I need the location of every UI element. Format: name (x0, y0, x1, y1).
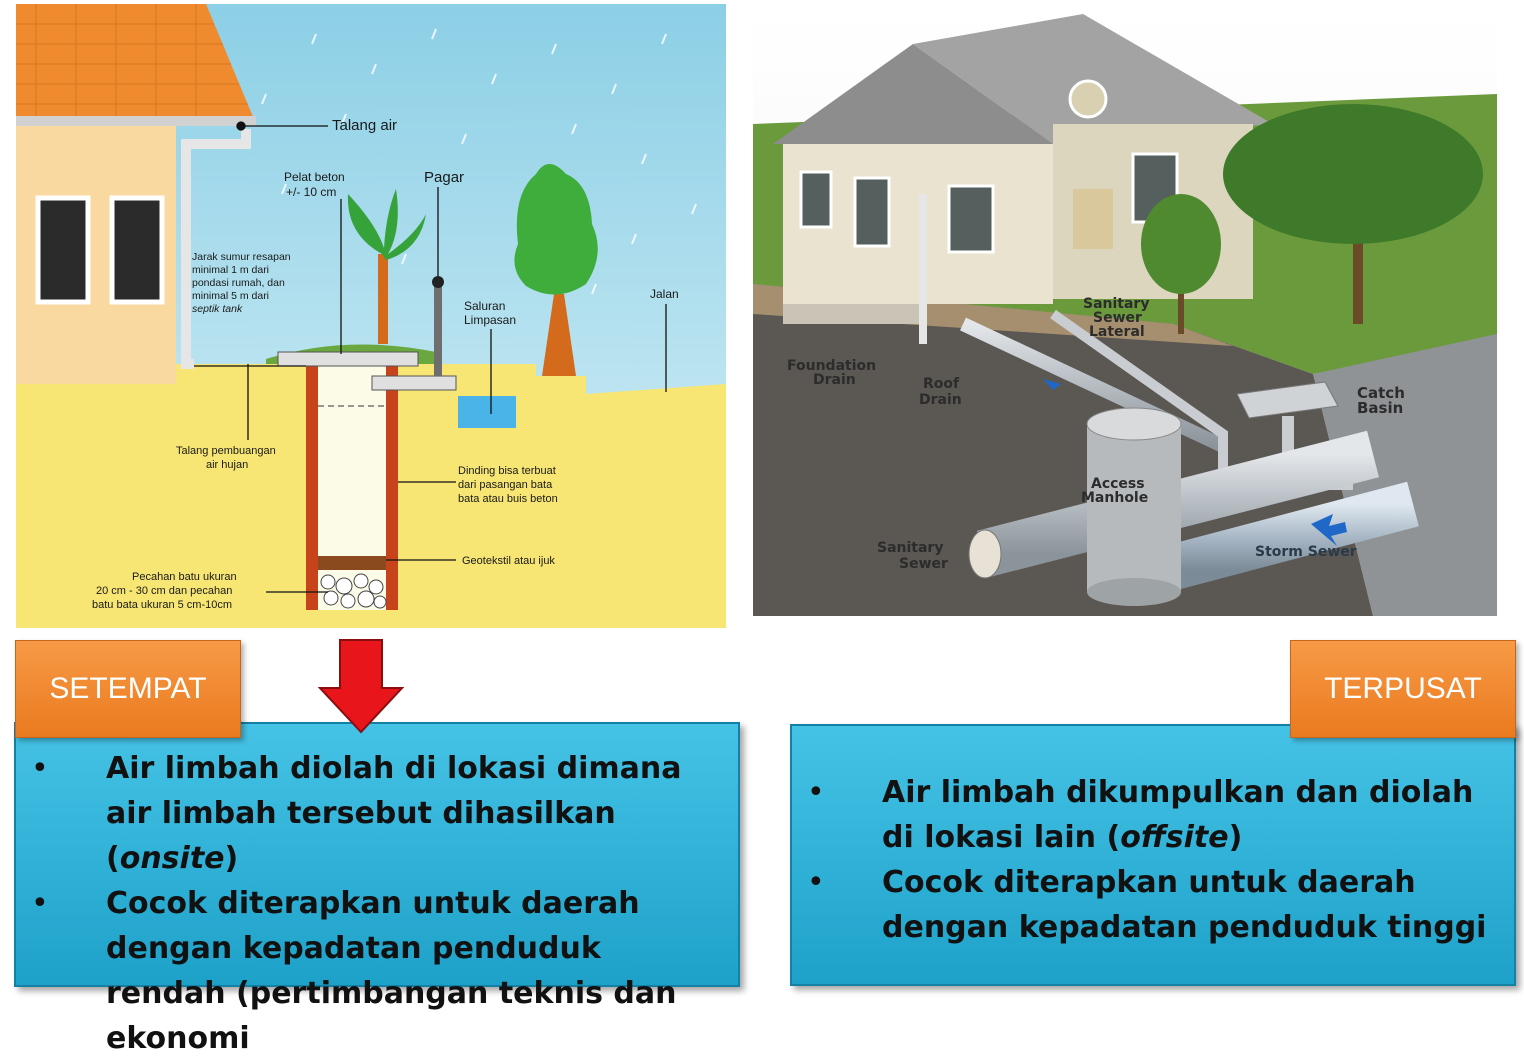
label-catch-basin-2: Basin (1357, 399, 1403, 417)
label-wall-line-3: bata atau buis beton (458, 493, 558, 505)
bullet: • (807, 775, 825, 810)
label-roof-drain-2: Drain (919, 392, 962, 408)
palm-tree (347, 189, 426, 260)
label-distance-line-2: minimal 1 m dari (192, 264, 269, 276)
label-gravel-line-3: batu bata ukuran 5 cm-10cm (92, 599, 232, 611)
label-distance-line-5: septik tank (192, 303, 243, 315)
offsite-point-1: • Air limbah dikumpulkan dan diolah di l… (807, 770, 1498, 860)
label-gravel-line-2: 20 cm - 30 cm dan pecahan (96, 585, 232, 597)
sewer-system-illustration: Sanitary Sewer Lateral Foundation Drain … (753, 14, 1497, 616)
label-foundation-drain-1: Foundation (787, 358, 876, 374)
overflow-channel (458, 396, 516, 428)
offsite-tag: TERPUSAT (1290, 640, 1516, 738)
label-concrete-plate: Pelat beton (284, 170, 345, 184)
rain-drops (261, 28, 697, 295)
label-roof-drain-1: Roof (923, 376, 960, 392)
label-sanitary-lateral-1: Sanitary (1083, 296, 1149, 312)
tree (1223, 104, 1483, 244)
label-road: Jalan (650, 287, 679, 301)
fence-post (434, 280, 442, 376)
offsite-description-box: • Air limbah dikumpulkan dan diolah di l… (790, 724, 1516, 986)
label-gravel-line-1: Pecahan batu ukuran (132, 571, 237, 583)
infiltration-well-illustration: Talang air Pelat beton +/- 10 cm Pagar J… (16, 4, 726, 628)
label-wall-line-1: Dinding bisa terbuat (458, 465, 556, 477)
label-fence: Pagar (424, 169, 464, 186)
bullet: • (31, 886, 49, 921)
bullet: • (31, 751, 49, 786)
label-concrete-plate-thickness: +/- 10 cm (286, 185, 336, 199)
label-gutter: Talang air (332, 117, 397, 134)
label-sanitary-lateral-2: Sewer (1093, 310, 1142, 326)
access-manhole (1087, 424, 1181, 592)
onsite-point-1: • Air limbah diolah di lokasi dimana air… (31, 746, 722, 881)
offsite-sewer-diagram: Sanitary Sewer Lateral Foundation Drain … (753, 14, 1497, 616)
label-distance-line-1: Jarak sumur resapan (192, 251, 291, 263)
label-overflow-line-1: Saluran (464, 299, 505, 313)
onsite-description-box: • Air limbah diolah di lokasi dimana air… (14, 722, 740, 1056)
catch-basin (1236, 381, 1339, 419)
label-sanitary-lateral-3: Lateral (1089, 324, 1145, 340)
label-foundation-drain-2: Drain (813, 372, 856, 388)
label-access-manhole-1: Access (1091, 476, 1145, 492)
onsite-tag: SETEMPAT (15, 640, 241, 738)
infiltration-well (306, 366, 398, 610)
label-downspout-line-1: Talang pembuangan (176, 445, 276, 457)
bullet: • (807, 865, 825, 900)
tree (514, 164, 598, 295)
label-downspout-line-2: air hujan (206, 459, 248, 471)
label-overflow-line-2: Limpasan (464, 313, 516, 327)
label-distance-line-3: pondasi rumah, dan (192, 277, 285, 289)
house-roof (773, 44, 1053, 144)
concrete-plate (277, 351, 419, 367)
label-wall-line-2: dari pasangan bata (458, 479, 553, 491)
onsite-point-2: • Cocok diterapkan untuk daerah dengan k… (31, 881, 722, 1061)
label-geotextile: Geotekstil atau ijuk (462, 555, 555, 567)
onsite-infiltration-diagram: Talang air Pelat beton +/- 10 cm Pagar J… (16, 4, 726, 628)
offsite-point-2: • Cocok diterapkan untuk daerah dengan k… (807, 860, 1498, 950)
label-distance-line-4: minimal 5 m dari (192, 290, 269, 302)
label-catch-basin-1: Catch (1357, 384, 1405, 402)
label-sanitary-sewer-1: Sanitary (877, 540, 943, 556)
label-access-manhole-2: Manhole (1081, 490, 1148, 506)
label-storm-sewer: Storm Sewer (1255, 544, 1357, 560)
down-arrow-icon (318, 639, 404, 734)
label-sanitary-sewer-2: Sewer (899, 556, 948, 572)
